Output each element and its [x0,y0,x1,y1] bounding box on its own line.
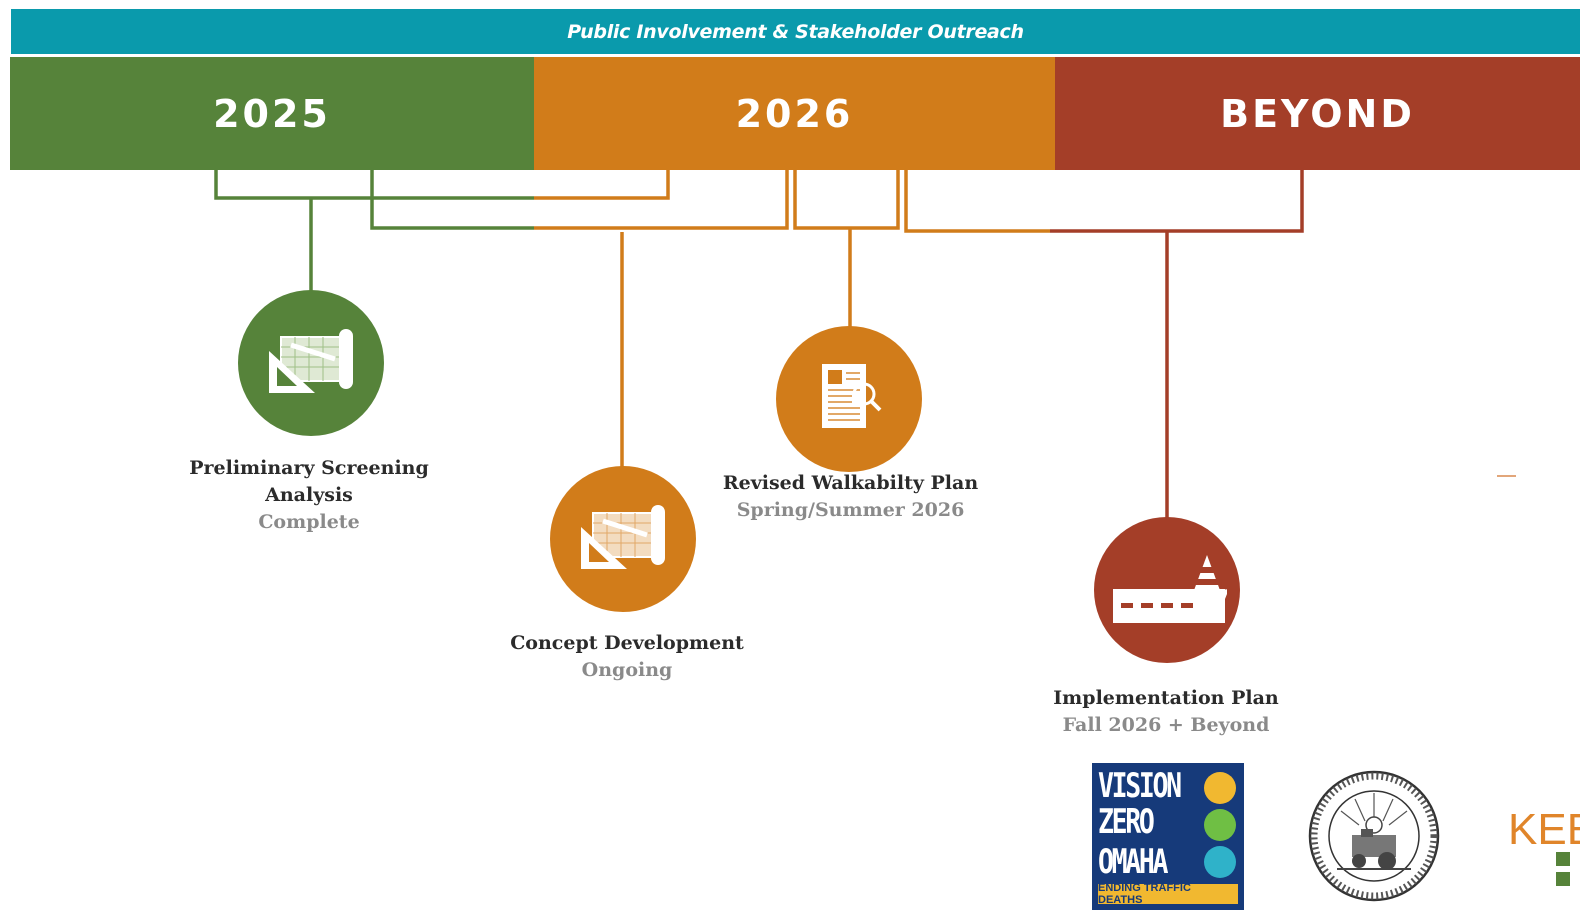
period-2025-bar: 2025 [10,57,534,170]
document-search-icon [822,364,882,428]
bicycle-icon [1204,809,1236,841]
screening-milestone-title: Preliminary Screening Analysis [189,457,429,506]
blueprint-icon [269,329,353,393]
vision-zero-omaha-logo: VISION ZERO OMAHA ENDING TRAFFIC DEATHS [1092,763,1244,910]
walkability-milestone-label: Revised Walkabilty Plan Spring/Summer 20… [708,470,993,524]
walkability-milestone-title: Revised Walkabilty Plan [722,472,979,494]
screening-milestone-circle [238,290,384,436]
partner-logo-mark [1556,852,1570,886]
concept-milestone-label: Concept Development Ongoing [492,630,762,684]
implementation-milestone-status: Fall 2026 + Beyond [1062,714,1270,736]
period-2026-bar: 2026 [534,57,1055,170]
blueprint-icon [581,505,665,569]
walkability-bracket [793,170,900,230]
implementation-bracket-red [1050,170,1304,233]
period-beyond-label: BEYOND [1220,91,1415,136]
period-2025-label: 2025 [213,91,331,136]
vz-line-vision: VISION [1098,766,1182,806]
walkability-milestone-circle [776,326,922,472]
concept-milestone-status: Ongoing [581,659,673,681]
implementation-bracket-orange [904,170,1050,233]
implementation-milestone-label: Implementation Plan Fall 2026 + Beyond [1030,685,1302,739]
outreach-banner: Public Involvement & Stakeholder Outreac… [11,9,1580,54]
vz-line-zero: ZERO [1098,802,1155,842]
decorative-dash [1497,475,1516,477]
car-icon [1204,846,1236,878]
screening-milestone-status: Complete [258,511,360,533]
period-beyond-bar: BEYOND [1055,57,1580,170]
partner-logo-text: KEE [1508,805,1580,854]
outreach-banner-text: Public Involvement & Stakeholder Outreac… [567,20,1024,43]
pedestrian-icon [1204,772,1236,804]
concept-bracket-orange [534,170,789,230]
city-of-omaha-seal [1308,770,1440,902]
screening-milestone-label: Preliminary Screening Analysis Complete [178,455,440,536]
walkability-milestone-status: Spring/Summer 2026 [736,499,965,521]
concept-milestone-circle [550,466,696,612]
screening-bracket-green [214,170,534,200]
road-cone-icon [1113,555,1227,623]
screening-bracket-orange [534,170,670,200]
vz-line-omaha: OMAHA [1098,842,1168,882]
period-2026-label: 2026 [735,91,854,136]
concept-bracket-green [370,170,534,230]
vz-tagline: ENDING TRAFFIC DEATHS [1098,882,1238,906]
implementation-milestone-circle [1094,517,1240,663]
implementation-milestone-title: Implementation Plan [1053,687,1279,709]
concept-milestone-title: Concept Development [510,632,744,654]
